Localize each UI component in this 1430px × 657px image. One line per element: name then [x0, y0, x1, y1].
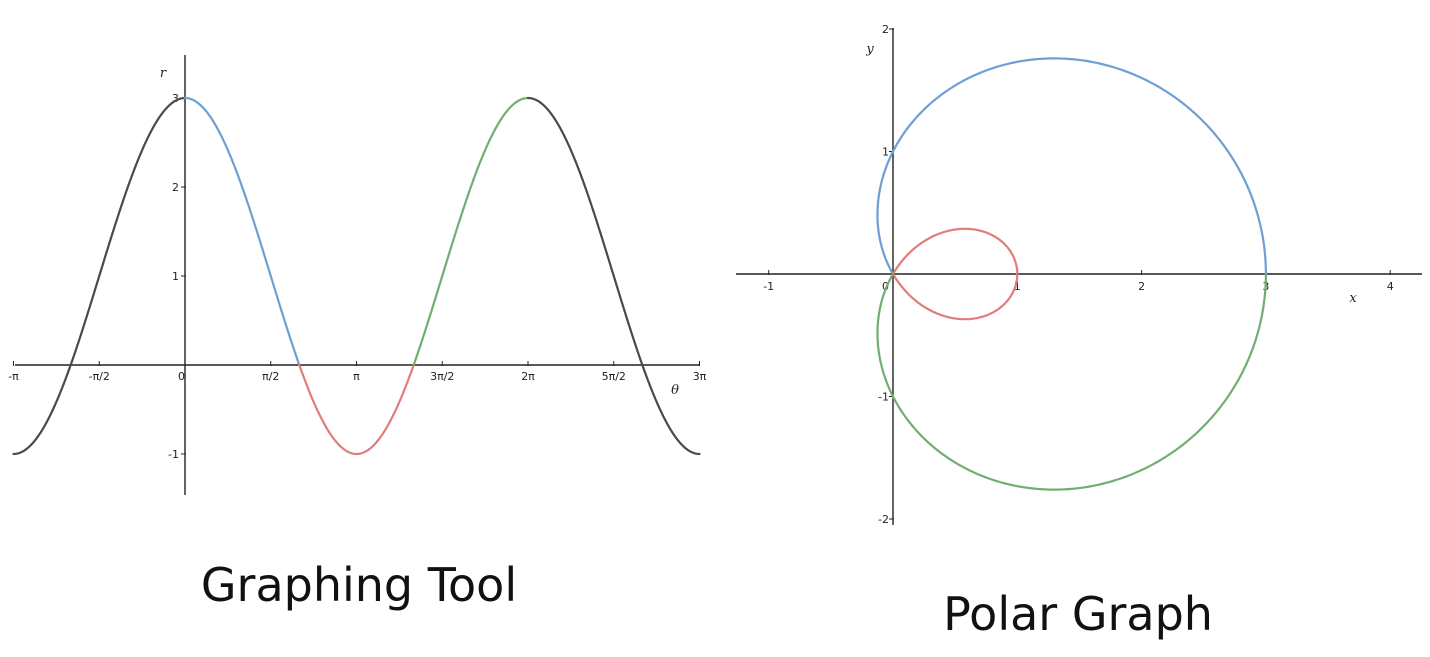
x-tick-label: 2π: [521, 370, 535, 383]
x-tick-label: 3π/2: [430, 370, 454, 383]
curve-segment-red: [298, 363, 415, 456]
y-axis-label: y: [865, 42, 874, 57]
polar-curve-blue: [876, 57, 1267, 276]
curve-segment-green: [412, 96, 530, 367]
x-tick-label: 5π/2: [602, 370, 626, 383]
x-axis-label: x: [1349, 291, 1357, 306]
x-tick-label: -π: [8, 370, 19, 383]
y-tick-label: 1: [882, 146, 889, 159]
x-tick-label: π: [353, 370, 360, 383]
x-tick-label: 1: [1014, 280, 1021, 293]
x-tick-label: 0: [178, 370, 185, 383]
x-tick-label: 3π: [693, 370, 707, 383]
x-tick-label: 4: [1387, 280, 1394, 293]
y-tick-label: 2: [882, 23, 889, 36]
curve-segment-gray: [12, 96, 187, 456]
polar-curve-green: [876, 272, 1267, 491]
y-tick-label: -1: [878, 391, 889, 404]
y-tick-label: 1: [172, 270, 179, 283]
x-tick-label: 2: [1138, 280, 1145, 293]
y-tick-label: 3: [172, 92, 179, 105]
y-tick-label: -2: [878, 513, 889, 526]
curve-segment-blue: [183, 96, 301, 367]
x-tick-label: -π/2: [89, 370, 110, 383]
y-tick-label: 2: [172, 181, 179, 194]
x-tick-label: 0: [882, 280, 889, 293]
polar-curve-red: [891, 227, 1019, 321]
caption-graphing-tool: Graphing Tool: [200, 558, 518, 612]
y-tick-label: -1: [168, 448, 179, 461]
x-tick-label: π/2: [262, 370, 279, 383]
x-tick-label: -1: [763, 280, 774, 293]
caption-polar-graph: Polar Graph: [943, 587, 1213, 641]
curve-segment-gray: [526, 96, 701, 456]
y-axis-label: r: [160, 66, 167, 81]
x-axis-label: θ: [671, 383, 679, 398]
